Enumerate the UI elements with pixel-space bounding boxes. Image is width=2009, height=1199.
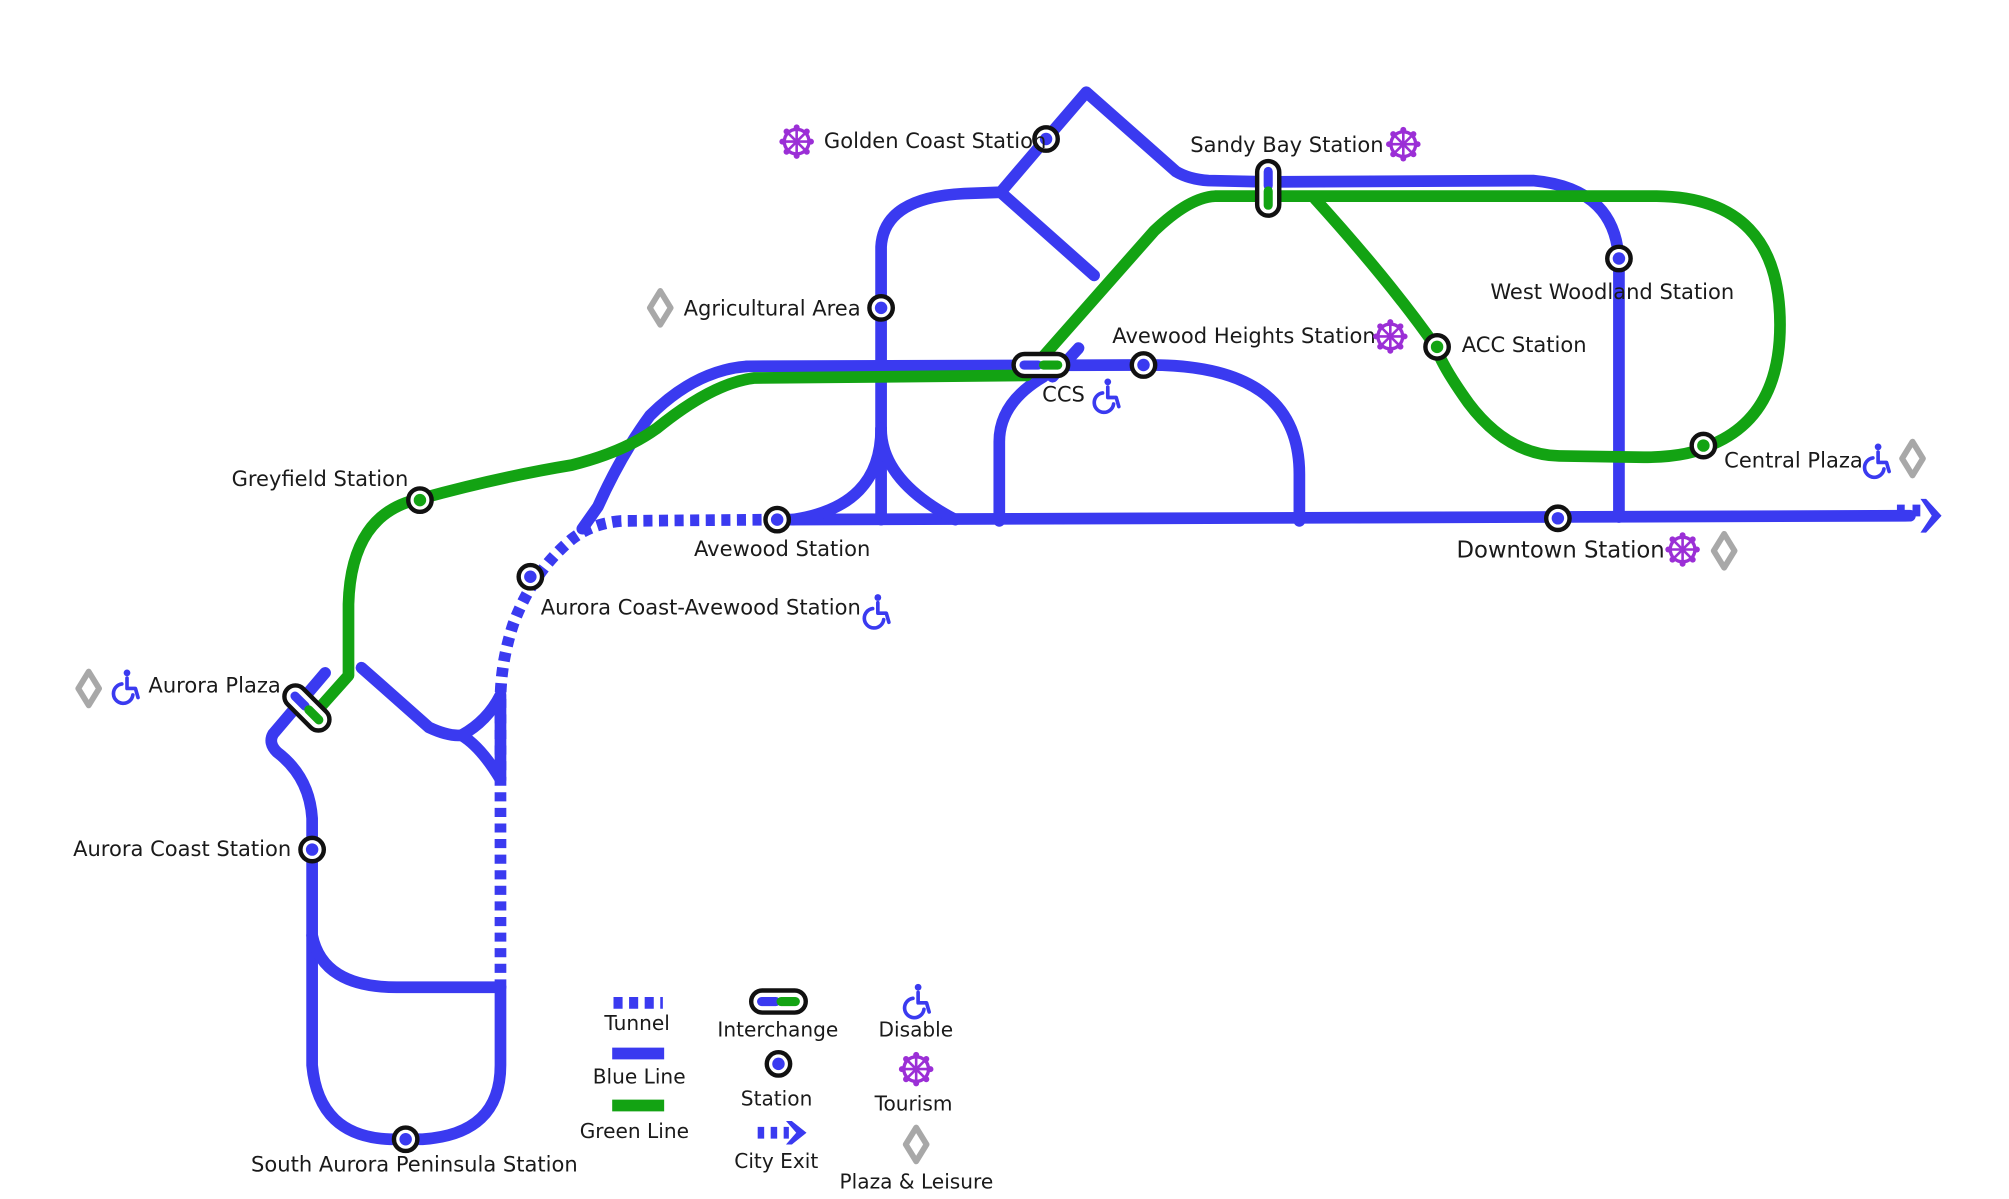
diamond-icon bbox=[78, 672, 99, 706]
diamond-icon bbox=[650, 291, 671, 325]
legend-interchange: Interchange bbox=[717, 988, 838, 1042]
legend-tunnel-label: Tunnel bbox=[603, 1011, 669, 1035]
station-agricultural-area bbox=[867, 293, 895, 322]
ferris-wheel-icon bbox=[897, 1050, 936, 1089]
station-golden-coast bbox=[1032, 125, 1060, 153]
legend-tunnel: Tunnel bbox=[603, 997, 670, 1035]
interchange-aurora-plaza bbox=[282, 683, 332, 733]
wheelchair-icon bbox=[1862, 441, 1891, 480]
ferris-wheel-icon bbox=[777, 122, 816, 161]
interchange-ccs bbox=[1011, 351, 1071, 379]
stations bbox=[282, 125, 1718, 1154]
legend-interchange-label: Interchange bbox=[717, 1018, 838, 1042]
blue-line bbox=[265, 86, 1942, 1146]
legend-blue-line: Blue Line bbox=[593, 1047, 686, 1088]
wheelchair-icon bbox=[862, 592, 891, 630]
label-aurora-plaza: Aurora Plaza bbox=[148, 672, 280, 697]
station-aurora-coast-avewood bbox=[516, 562, 545, 591]
legend-city-exit-label: City Exit bbox=[734, 1149, 818, 1173]
label-agricultural-area: Agricultural Area bbox=[684, 296, 861, 321]
legend-disable: Disable bbox=[878, 982, 953, 1042]
station-avewood bbox=[763, 505, 792, 534]
legend-station-label: Station bbox=[741, 1086, 813, 1110]
green-line bbox=[310, 190, 1786, 718]
legend-green-line: Green Line bbox=[580, 1099, 689, 1143]
wheelchair-icon bbox=[111, 667, 140, 706]
label-central-plaza: Central Plaza bbox=[1724, 448, 1863, 473]
label-ccs: CCS bbox=[1042, 381, 1085, 406]
label-downtown: Downtown Station bbox=[1457, 537, 1665, 563]
label-acc: ACC Station bbox=[1462, 332, 1587, 357]
label-aurora-coast-avewood: Aurora Coast-Avewood Station bbox=[541, 594, 861, 619]
legend-city-exit: City Exit bbox=[734, 1121, 818, 1173]
legend-plaza-leisure-label: Plaza & Leisure bbox=[840, 1170, 994, 1194]
station-acc bbox=[1423, 332, 1451, 361]
legend-station: Station bbox=[741, 1050, 813, 1110]
label-aurora-coast: Aurora Coast Station bbox=[73, 836, 291, 861]
legend: Tunnel Blue Line Green Line Interchange … bbox=[580, 982, 994, 1194]
diamond-icon bbox=[906, 1128, 927, 1162]
wheelchair-icon bbox=[1092, 376, 1121, 415]
legend-tourism: Tourism bbox=[874, 1050, 953, 1116]
wheelchair-icon bbox=[902, 982, 931, 1020]
station-central-plaza bbox=[1689, 431, 1718, 460]
station-labels: Golden Coast Station Sandy Bay Station W… bbox=[73, 128, 1863, 1177]
ferris-wheel-icon bbox=[1384, 125, 1423, 164]
station-south-aurora-peninsula bbox=[391, 1125, 420, 1154]
label-avewood: Avewood Station bbox=[694, 536, 870, 561]
station-aurora-coast bbox=[298, 835, 327, 864]
label-south-aurora-peninsula: South Aurora Peninsula Station bbox=[251, 1152, 578, 1177]
interchange-sandy-bay bbox=[1254, 158, 1282, 218]
ferris-wheel-icon bbox=[1371, 317, 1410, 356]
label-avewood-heights: Avewood Heights Station bbox=[1112, 323, 1375, 348]
station-west-woodland bbox=[1605, 244, 1633, 273]
legend-disable-label: Disable bbox=[878, 1018, 953, 1042]
label-greyfield: Greyfield Station bbox=[232, 466, 409, 491]
station-greyfield bbox=[406, 486, 434, 515]
label-golden-coast: Golden Coast Station bbox=[824, 128, 1046, 153]
legend-tourism-label: Tourism bbox=[874, 1092, 953, 1116]
diamond-icon bbox=[1902, 442, 1923, 476]
label-sandy-bay: Sandy Bay Station bbox=[1190, 132, 1383, 157]
legend-plaza-leisure: Plaza & Leisure bbox=[840, 1128, 994, 1194]
diamond-icon bbox=[1714, 534, 1735, 568]
station-avewood-heights bbox=[1129, 351, 1158, 379]
legend-green-line-label: Green Line bbox=[580, 1119, 689, 1143]
ferris-wheel-icon bbox=[1663, 530, 1702, 569]
label-west-woodland: West Woodland Station bbox=[1490, 279, 1734, 304]
station-downtown bbox=[1543, 504, 1572, 533]
legend-blue-line-label: Blue Line bbox=[593, 1064, 686, 1088]
